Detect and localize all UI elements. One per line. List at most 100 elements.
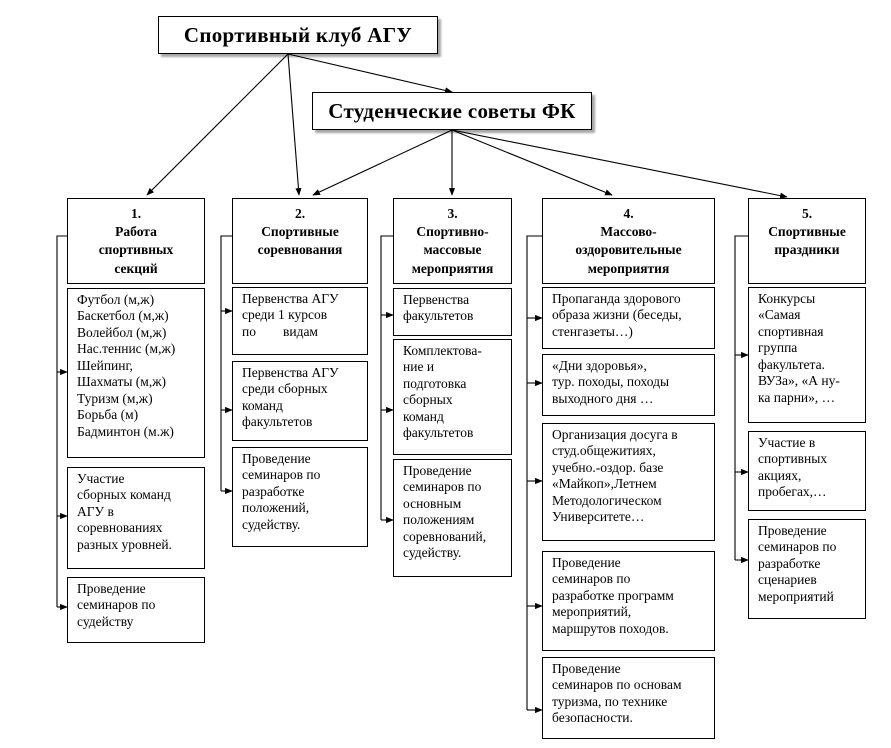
column-4-item-1: Пропаганда здорового образа жизни (бесед… (542, 287, 715, 349)
item-line: Организация досуга в (552, 427, 678, 442)
item-line: семинаров по (77, 597, 156, 613)
item-line: Баскетбол (м,ж) (77, 308, 169, 324)
column-3-item-1: Первенства факультетов (393, 288, 512, 336)
item-line: семинаров по основам (552, 677, 682, 693)
item-line: судейству. (403, 545, 462, 561)
item-line: Проведение (552, 555, 621, 570)
branch-col4 (526, 235, 542, 710)
column-4-item-3: Организация досуга в студ.общежитиях, уч… (542, 423, 715, 541)
item-line: соревнованиях (77, 520, 163, 536)
item-line: Волейбол (м,ж) (77, 324, 167, 340)
sports-club-box: Спортивный клуб АГУ (158, 16, 438, 54)
item-line: семинаров по (403, 479, 482, 495)
column-3-item-2: Комплектова- ние и подготовка сборных ко… (393, 339, 512, 455)
item-line: основным (403, 495, 462, 511)
item-line: Университете… (552, 509, 645, 525)
column-title-line: мероприятия (587, 260, 670, 276)
item-line: сценариев (758, 572, 817, 588)
item-line: Проведение (552, 661, 621, 676)
column-title-line: Спортивные (261, 224, 339, 240)
item-line: ка парни», … (758, 389, 836, 405)
column-2-header: 2. Спортивные соревнования (232, 198, 368, 284)
item-line: ние и (403, 359, 435, 375)
item-line: положений, (242, 500, 310, 516)
item-line: спортивных (758, 451, 828, 467)
column-number: 5. (801, 206, 813, 221)
column-1-item-3: Проведение семинаров по судейству (67, 577, 205, 643)
item-line: Борьба (м) (77, 407, 139, 423)
item-line: «Самая (758, 307, 801, 323)
item-line: Участие в (758, 435, 816, 450)
item-line: студ.общежитиях, (552, 443, 656, 459)
item-line: Первенства АГУ (242, 291, 339, 306)
item-line: пробегах,… (758, 484, 827, 500)
item-line: мероприятий, (552, 604, 632, 620)
column-4-item-2: «Дни здоровья», тур. походы, походы выхо… (542, 354, 715, 416)
item-line: Проведение (77, 581, 146, 596)
item-line: команд (403, 408, 444, 424)
item-line: Проведение (242, 451, 311, 466)
item-line: Нас.теннис (м,ж) (77, 341, 176, 357)
item-line: судейству. (242, 516, 301, 532)
item-line: Футбол (м,ж) (77, 292, 155, 307)
item-line: мероприятий (758, 588, 834, 604)
column-title-line: Массово- (600, 224, 657, 240)
column-title-line: секций (114, 260, 158, 276)
item-line: Шейпинг, (77, 357, 133, 373)
branch-col3 (380, 235, 393, 520)
item-line: Комплектова- (403, 343, 482, 358)
column-number: 1. (130, 206, 142, 221)
item-line: «Дни здоровья», (552, 358, 647, 373)
column-number: 2. (294, 206, 306, 221)
item-line: безопасности. (552, 710, 633, 726)
item-line: среди 1 курсов (242, 307, 328, 323)
column-title-line: Спортивные (768, 224, 846, 240)
student-councils-title: Студенческие советы ФК (328, 98, 576, 123)
item-line: сборных команд (77, 487, 171, 503)
item-line: ВУЗа», «А ну- (758, 373, 840, 389)
arrow-club-to-council (287, 53, 453, 94)
branch-col5 (734, 235, 748, 560)
branch-col2 (220, 235, 232, 491)
item-line: сборных (403, 392, 453, 408)
item-line: Конкурсы (758, 291, 816, 306)
item-line: АГУ в (77, 503, 114, 519)
item-line: «Майкоп»,Летнем (552, 476, 657, 492)
column-title-line: Работа (115, 224, 157, 240)
column-2-item-3: Проведение семинаров по разработке полож… (232, 447, 368, 547)
item-line: Участие (77, 471, 125, 486)
arrow-club-to-col2 (287, 53, 302, 196)
item-line: Пропаганда здорового (552, 291, 681, 306)
column-3-item-3: Проведение семинаров по основным положен… (393, 459, 512, 577)
column-5-header: 5. Спортивные праздники (748, 198, 866, 284)
item-line: выходного дня … (552, 390, 654, 406)
item-line: положениям (403, 512, 475, 528)
column-2-item-1: Первенства АГУ среди 1 курсов по видам (232, 287, 368, 355)
item-line: разработке программ (552, 587, 674, 603)
column-5-item-2: Участие в спортивных акциях, пробегах,… (748, 431, 866, 511)
column-title-line: мероприятия (411, 260, 494, 276)
item-line: по видам (242, 323, 318, 339)
column-number: 4. (623, 206, 634, 221)
column-1-item-2: Участие сборных команд АГУ в соревновани… (67, 467, 205, 569)
item-line: образа жизни (беседы, (552, 307, 682, 323)
item-line: подготовка (403, 375, 467, 391)
item-line: стенгазеты…) (552, 323, 633, 339)
item-line: среди сборных (242, 381, 328, 397)
column-5-item-1: Конкурсы «Самая спортивная группа факуль… (748, 287, 866, 423)
column-number: 3. (447, 206, 458, 221)
column-4-item-5: Проведение семинаров по основам туризма,… (542, 657, 715, 739)
item-line: разработке (242, 483, 305, 499)
student-councils-box: Студенческие советы ФК (312, 92, 592, 130)
column-1-item-1: Футбол (м,ж) Баскетбол (м,ж) Волейбол (м… (67, 288, 205, 458)
item-line: разработке (758, 555, 821, 571)
column-5-item-3: Проведение семинаров по разработке сцена… (748, 519, 866, 619)
item-line: спортивная (758, 323, 824, 339)
item-line: акциях, (758, 467, 802, 483)
item-line: Бадминтон (м.ж) (77, 423, 174, 439)
item-line: факультета. (758, 356, 825, 372)
column-1-header: 1. Работа спортивных секций (67, 198, 205, 284)
item-line: факультетов (403, 425, 474, 441)
item-line: разных уровней. (77, 536, 172, 552)
